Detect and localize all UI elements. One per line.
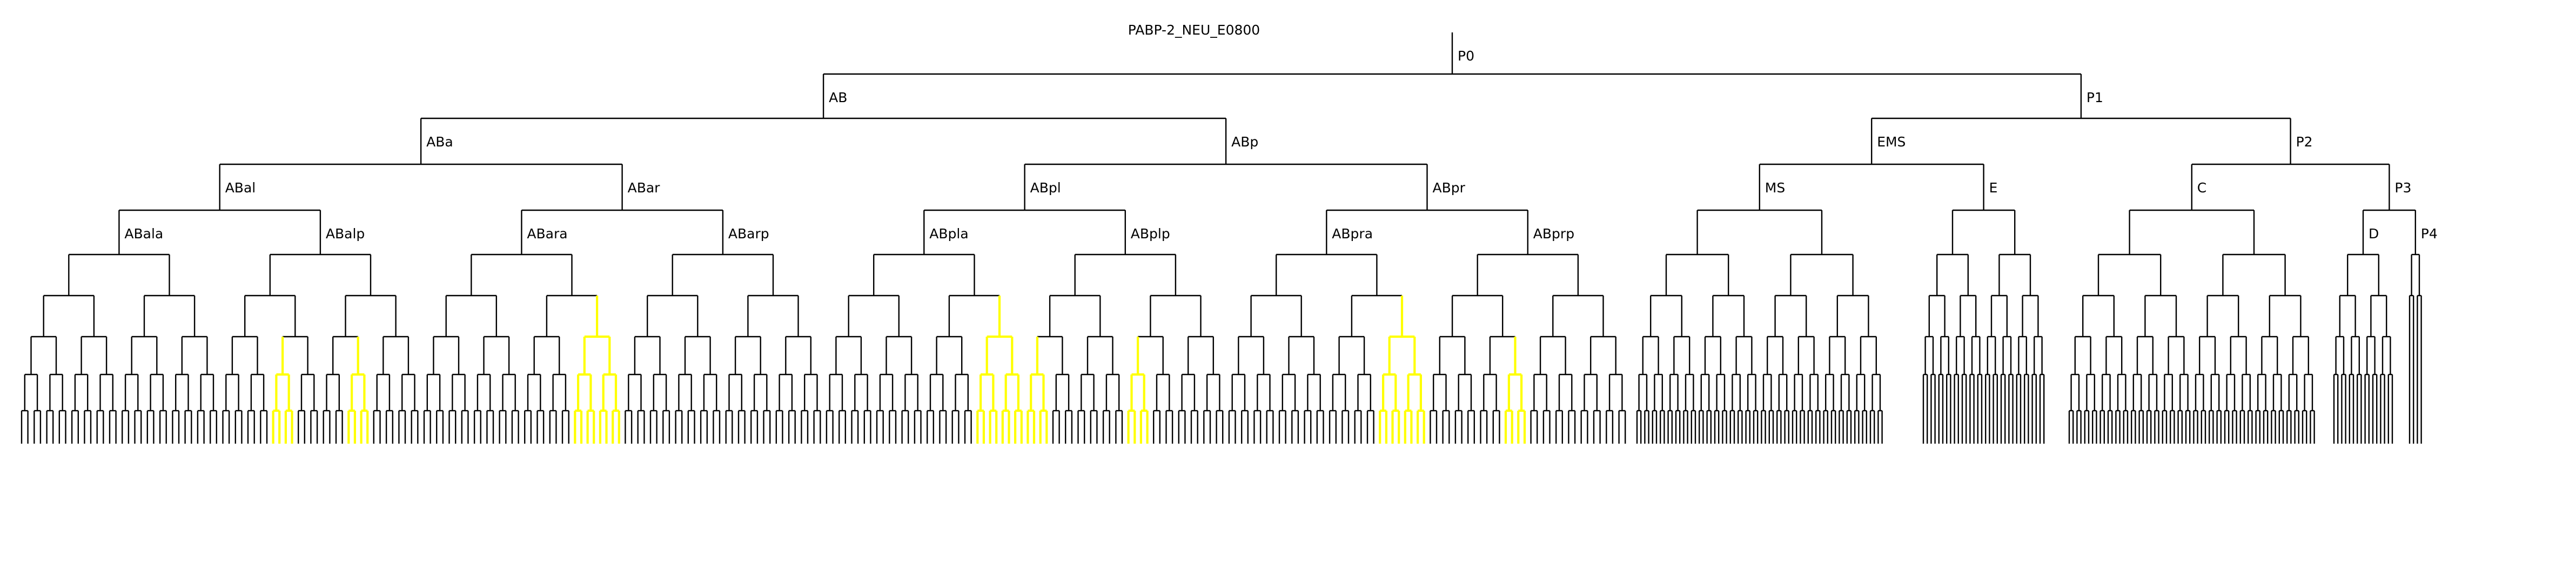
node-label-MS: MS bbox=[1765, 180, 1785, 196]
node-label-ABara: ABara bbox=[527, 226, 567, 242]
node-label-D: D bbox=[2369, 226, 2379, 242]
node-label-ABal: ABal bbox=[225, 180, 256, 196]
node-label-EMS: EMS bbox=[1877, 134, 1906, 150]
node-label-ABp: ABp bbox=[1231, 134, 1258, 150]
node-label-ABala: ABala bbox=[124, 226, 163, 242]
node-label-ABalp: ABalp bbox=[326, 226, 365, 242]
node-label-ABplp: ABplp bbox=[1131, 226, 1170, 242]
node-label-P4: P4 bbox=[2421, 226, 2438, 242]
node-label-ABarp: ABarp bbox=[728, 226, 769, 242]
node-label-ABa: ABa bbox=[426, 134, 453, 150]
node-label-ABpl: ABpl bbox=[1030, 180, 1061, 196]
node-label-ABar: ABar bbox=[628, 180, 661, 196]
node-label-P2: P2 bbox=[2296, 134, 2313, 150]
node-label-P1: P1 bbox=[2087, 90, 2103, 105]
node-label-AB: AB bbox=[829, 90, 847, 105]
node-label-ABpra: ABpra bbox=[1332, 226, 1373, 242]
node-label-ABpla: ABpla bbox=[929, 226, 968, 242]
node-label-ABprp: ABprp bbox=[1533, 226, 1574, 242]
chart-title: PABP-2_NEU_E0800 bbox=[1128, 22, 1260, 38]
node-label-P0: P0 bbox=[1458, 48, 1474, 64]
node-label-P3: P3 bbox=[2394, 180, 2411, 196]
node-label-ABpr: ABpr bbox=[1433, 180, 1466, 196]
node-label-E: E bbox=[1989, 180, 1998, 196]
node-label-C: C bbox=[2197, 180, 2206, 196]
